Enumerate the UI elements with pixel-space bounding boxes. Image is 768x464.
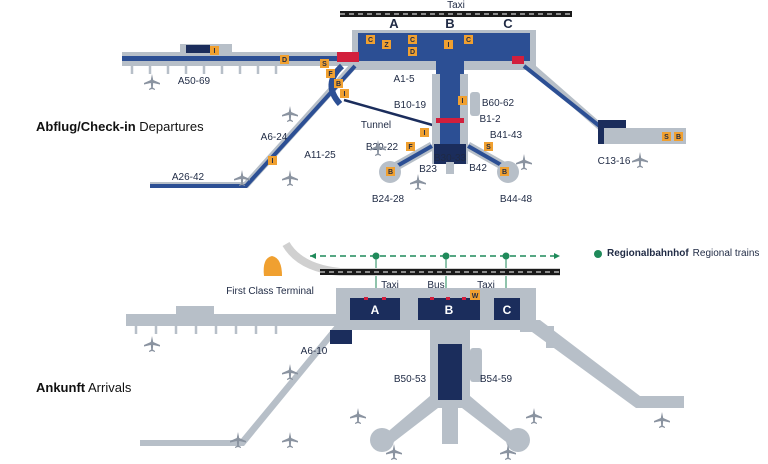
departures-heading: Abflug/Check-in Departures bbox=[36, 119, 204, 134]
gate-label-a11-25: A11-25 bbox=[304, 150, 336, 161]
svg-text:D: D bbox=[282, 57, 287, 64]
arrivals-terminal-b-block bbox=[418, 298, 480, 320]
svg-text:I: I bbox=[344, 91, 346, 98]
gate-label-a6-24: A6-24 bbox=[261, 132, 288, 143]
legend-regional-trains: Regionalbahnhof Regional trains bbox=[594, 248, 759, 259]
gate-label-b41-43: B41-43 bbox=[490, 130, 523, 141]
gate-label-a1-5: A1-5 bbox=[393, 74, 415, 85]
service-badge-arrivals bbox=[470, 290, 480, 300]
svg-text:I: I bbox=[448, 42, 450, 49]
svg-text:B: B bbox=[388, 169, 393, 176]
svg-text:C: C bbox=[368, 37, 373, 44]
svg-text:B: B bbox=[502, 169, 507, 176]
first-class-terminal-label: First Class Terminal bbox=[226, 286, 314, 297]
gate-label-a26-42: A26-42 bbox=[172, 172, 205, 183]
tunnel-label: Tunnel bbox=[361, 120, 391, 131]
svg-text:I: I bbox=[272, 158, 274, 165]
pier-a-diagonal bbox=[150, 64, 360, 188]
terminal-a-label: A bbox=[389, 16, 399, 31]
gate-label-b10-19: B10-19 bbox=[394, 100, 427, 111]
arrivals-terminal-b-label: B bbox=[445, 303, 454, 317]
gate-label-b60-62: B60-62 bbox=[482, 98, 515, 109]
transport-label-taxi-c: Taxi bbox=[477, 280, 495, 291]
transport-label-taxi-a: Taxi bbox=[381, 280, 399, 291]
gate-label-b1-2: B1-2 bbox=[479, 114, 501, 125]
svg-text:S: S bbox=[486, 144, 491, 151]
gate-b60-62-building bbox=[470, 92, 480, 116]
arrivals-terminal-c-block bbox=[494, 298, 520, 320]
gate-label-a50-69: A50-69 bbox=[178, 76, 211, 87]
station-dot-icon bbox=[594, 249, 602, 258]
departures-taxi-label: Taxi bbox=[447, 0, 465, 11]
gate-label-b30-33: B30-33 bbox=[434, 153, 467, 164]
gate-label-b50-53: B50-53 bbox=[394, 374, 427, 385]
arrivals-terminal-c-label: C bbox=[503, 303, 512, 317]
departures-heading-bold: Abflug/Check-in bbox=[36, 119, 136, 134]
svg-text:Z: Z bbox=[384, 42, 389, 49]
svg-text:D: D bbox=[410, 49, 415, 56]
departures-heading-light: Departures bbox=[139, 119, 204, 134]
gate-label-b24-28: B24-28 bbox=[372, 194, 405, 205]
svg-text:F: F bbox=[328, 71, 333, 78]
transport-label-bus: Bus bbox=[427, 280, 444, 291]
gate-label-b42: B42 bbox=[469, 163, 487, 174]
gate-label-c13-16: C13-16 bbox=[598, 156, 631, 167]
svg-text:C: C bbox=[466, 37, 471, 44]
svg-text:B: B bbox=[336, 81, 341, 88]
legend-station-bold: Regionalbahnhof bbox=[607, 248, 689, 259]
svg-text:S: S bbox=[322, 61, 327, 68]
svg-text:I: I bbox=[424, 130, 426, 137]
pier-a-diagonal-arrivals bbox=[140, 324, 344, 446]
arrivals-map: First Class Terminal W A B C Taxi Bus Ta… bbox=[126, 241, 684, 460]
svg-text:W: W bbox=[472, 293, 479, 300]
terminal-b-label: B bbox=[445, 16, 454, 31]
tunnel bbox=[343, 98, 437, 128]
service-badges-departures: I D S F B I C Z C D I C I I F S I B B S … bbox=[210, 35, 683, 176]
gate-label-b23: B23 bbox=[419, 164, 437, 175]
arrivals-heading: Ankunft Arrivals bbox=[36, 380, 131, 395]
arrivals-terminal-a-block bbox=[350, 298, 400, 320]
svg-text:I: I bbox=[214, 48, 216, 55]
departures-map: Taxi A B C bbox=[122, 0, 686, 205]
gate-label-a6-10: A6-10 bbox=[301, 346, 328, 357]
arrivals-terminal-a-label: A bbox=[371, 303, 380, 317]
first-class-terminal-shape bbox=[263, 256, 282, 276]
svg-text:I: I bbox=[462, 98, 464, 105]
svg-text:F: F bbox=[408, 144, 413, 151]
gate-label-b54-59: B54-59 bbox=[480, 374, 513, 385]
arrivals-heading-light: Arrivals bbox=[88, 380, 132, 395]
svg-text:C: C bbox=[410, 37, 415, 44]
legend-station-light: Regional trains bbox=[692, 248, 760, 259]
pier-c-arrivals bbox=[520, 320, 684, 408]
gate-label-b44-48: B44-48 bbox=[500, 194, 533, 205]
svg-text:B: B bbox=[676, 134, 681, 141]
pier-a-west-arrivals bbox=[126, 314, 340, 326]
arrivals-heading-bold: Ankunft bbox=[36, 380, 86, 395]
svg-text:S: S bbox=[664, 134, 669, 141]
terminal-c-label: C bbox=[503, 16, 513, 31]
